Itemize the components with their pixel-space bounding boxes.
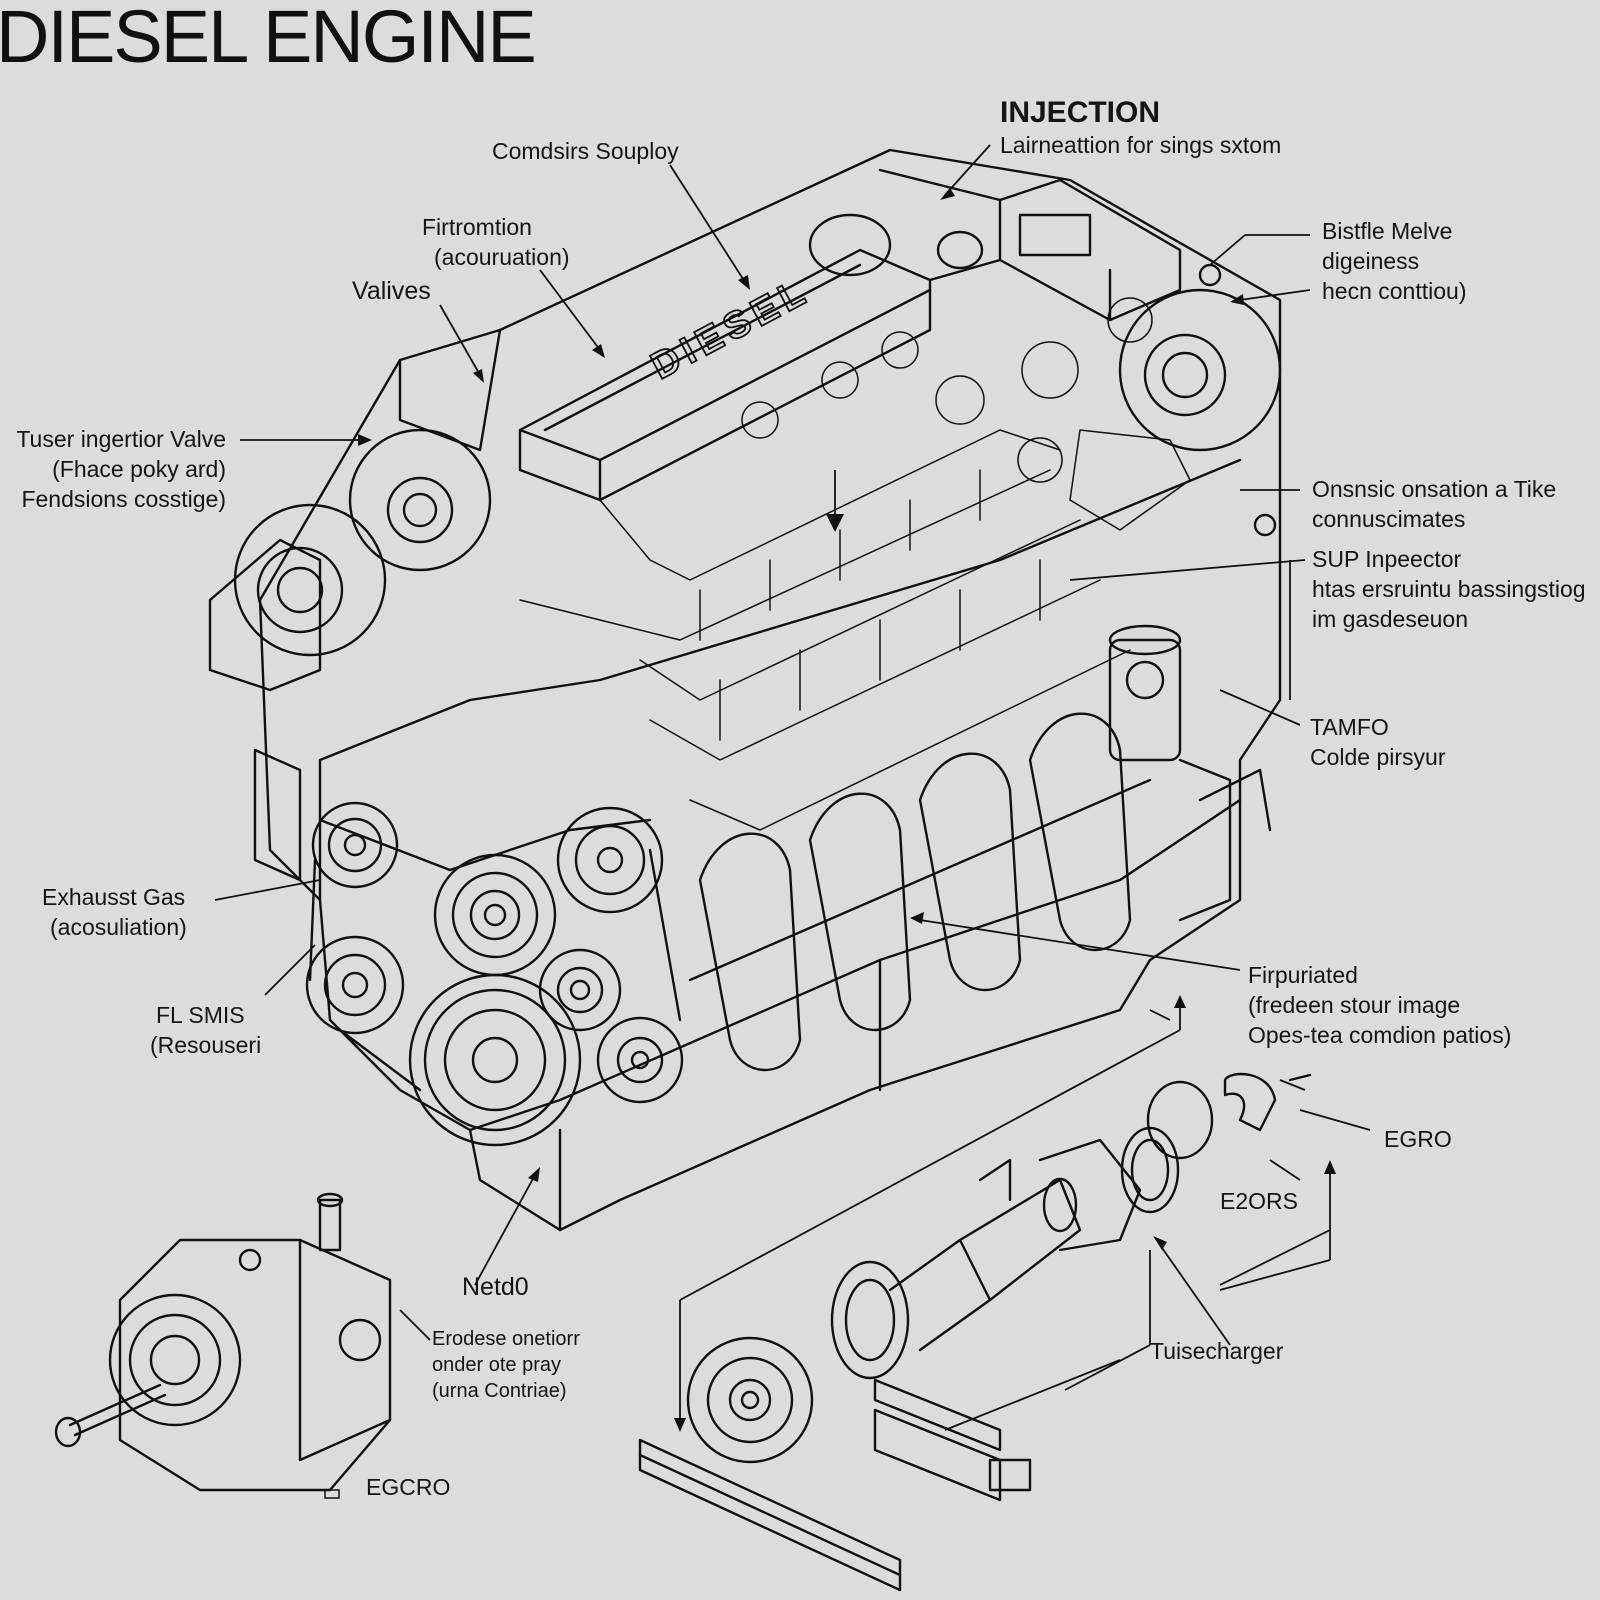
leader-egro-right xyxy=(1279,1079,1371,1131)
leader-combustion-supply xyxy=(669,164,750,290)
diagram-title: DIESEL ENGINE xyxy=(0,0,537,78)
label-e2ors: E2ORS xyxy=(1220,1186,1298,1216)
label-fuel-injector-line1: Tuser ingertior Valve xyxy=(16,426,226,452)
leader-formation xyxy=(539,269,605,358)
leader-bistfle xyxy=(1209,234,1311,305)
leader-turbocharger xyxy=(944,1236,1231,1431)
label-e2ors-text: E2ORS xyxy=(1220,1188,1298,1214)
leader-valves xyxy=(439,304,484,383)
leader-injection xyxy=(940,144,991,200)
right-components xyxy=(1108,513,1277,922)
leader-sup xyxy=(1069,559,1306,700)
leader-erodese xyxy=(399,1309,431,1341)
leader-egcro xyxy=(324,1489,340,1499)
label-fuel-injector-line3: Fendsions cosstige) xyxy=(21,486,226,512)
label-erodese-line2: onder ote pray xyxy=(432,1354,561,1376)
label-bistfle-valve: Bistfle Melve digeiness hecn conttiou) xyxy=(1322,216,1466,306)
label-valves: Valives xyxy=(352,276,431,306)
leader-e2ors xyxy=(1219,1159,1336,1291)
label-fuel-injector-line2: (Fhace poky ard) xyxy=(52,456,226,482)
intake-manifold xyxy=(519,297,1191,831)
leader-tamfo xyxy=(1219,689,1301,726)
label-formation-line1: Firtromtion xyxy=(422,214,532,240)
label-onsic-line2: connuscimates xyxy=(1312,506,1466,532)
label-erodese-oneration: Erodese onetiorr onder ote pray (urna Co… xyxy=(432,1326,580,1404)
bottom-rails xyxy=(638,1378,1032,1592)
label-valves-text: Valives xyxy=(352,277,431,305)
label-turbocharger: Tuisecharger xyxy=(1150,1336,1283,1366)
label-egcro-text: EGCRO xyxy=(366,1474,451,1500)
label-onsic-oneration: Onsnsic onsation a Tike connuscimates xyxy=(1312,474,1556,534)
leader-fl-smis xyxy=(264,944,316,996)
label-erodese-line3: (urna Contriae) xyxy=(432,1380,567,1402)
label-fl-smis-line1: FL SMIS xyxy=(156,1002,245,1028)
label-sup-line1: SUP Inpeector xyxy=(1312,546,1462,572)
exhaust-manifold xyxy=(688,712,1152,1072)
center-arrow xyxy=(826,470,844,532)
label-bistfle-line2: digeiness xyxy=(1322,248,1420,274)
turbocharger-assembly xyxy=(686,1072,1312,1464)
pulley-system xyxy=(305,801,684,1147)
label-firpuriated-line1: Firpuriated xyxy=(1248,962,1358,988)
label-injection-heading: INJECTION xyxy=(1000,96,1161,129)
label-onsic-line1: Onsnsic onsation a Tike xyxy=(1312,476,1557,502)
engine-block xyxy=(258,148,1282,1232)
right-housing xyxy=(1118,263,1282,452)
label-combustion-supply: Comdsirs Souploy xyxy=(492,136,679,166)
label-sup-inspector: SUP Inpeector htas ersruintu bassingstio… xyxy=(1312,544,1586,634)
label-netd0-text: Netd0 xyxy=(462,1273,529,1301)
label-combustion-supply-text: Comdsirs Souploy xyxy=(492,138,679,164)
label-tamfo: TAMFO Colde pirsyur xyxy=(1310,712,1446,772)
leader-firpuriated xyxy=(910,912,1241,1021)
label-formation-line2: (acouruation) xyxy=(434,244,570,270)
label-bistfle-line1: Bistfle Melve xyxy=(1322,218,1453,244)
leader-fuel-injector xyxy=(240,434,372,446)
label-exhaust-line1: Exhausst Gas xyxy=(42,884,186,910)
label-tamfo-line2: Colde pirsyur xyxy=(1310,744,1446,770)
label-fl-smis: FL SMIS (Resouseri xyxy=(150,1000,261,1060)
label-firpuriated: Firpuriated (fredeen stour image Opes-te… xyxy=(1248,960,1511,1050)
label-formation: Firtromtion (acouruation) xyxy=(422,212,570,272)
label-sup-line3: im gasdeseuon xyxy=(1312,606,1468,632)
label-erodese-line1: Erodese onetiorr xyxy=(432,1328,580,1350)
valve-cover xyxy=(518,248,932,502)
label-firpuriated-line2: (fredeen stour image xyxy=(1248,992,1461,1018)
label-bistfle-line3: hecn conttiou) xyxy=(1322,278,1467,304)
label-exhaust-line2: (acosuliation) xyxy=(50,914,187,940)
label-sup-line2: htas ersruintu bassingstiog xyxy=(1312,576,1586,602)
upper-housings xyxy=(398,168,1182,452)
label-injection: INJECTION Lairneattion for sings sxtom xyxy=(1000,96,1281,160)
label-firpuriated-line3: Opes-tea comdion patios) xyxy=(1248,1022,1512,1048)
label-tamfo-line1: TAMFO xyxy=(1310,714,1389,740)
left-timing-cover xyxy=(208,428,492,882)
label-egro-right-text: EGRO xyxy=(1384,1126,1452,1152)
lower-left-pump xyxy=(54,1192,392,1492)
leader-netd0 xyxy=(474,1167,540,1286)
leader-bottom-frame xyxy=(674,995,1331,1432)
label-fuel-injector-valve: Tuser ingertior Valve (Fhace poky ard) F… xyxy=(16,424,226,514)
label-egcro: EGCRO xyxy=(366,1472,450,1502)
label-exhaust-gas: Exhausst Gas (acosuliation) xyxy=(42,882,187,942)
label-turbocharger-text: Tuisecharger xyxy=(1150,1338,1284,1364)
label-netd0: Netd0 xyxy=(462,1272,529,1302)
label-fl-smis-line2: (Resouseri xyxy=(150,1032,262,1058)
label-injection-text: Lairneattion for sings sxtom xyxy=(1000,132,1282,158)
label-egro-right: EGRO xyxy=(1384,1124,1452,1154)
leader-exhaust xyxy=(214,879,321,901)
